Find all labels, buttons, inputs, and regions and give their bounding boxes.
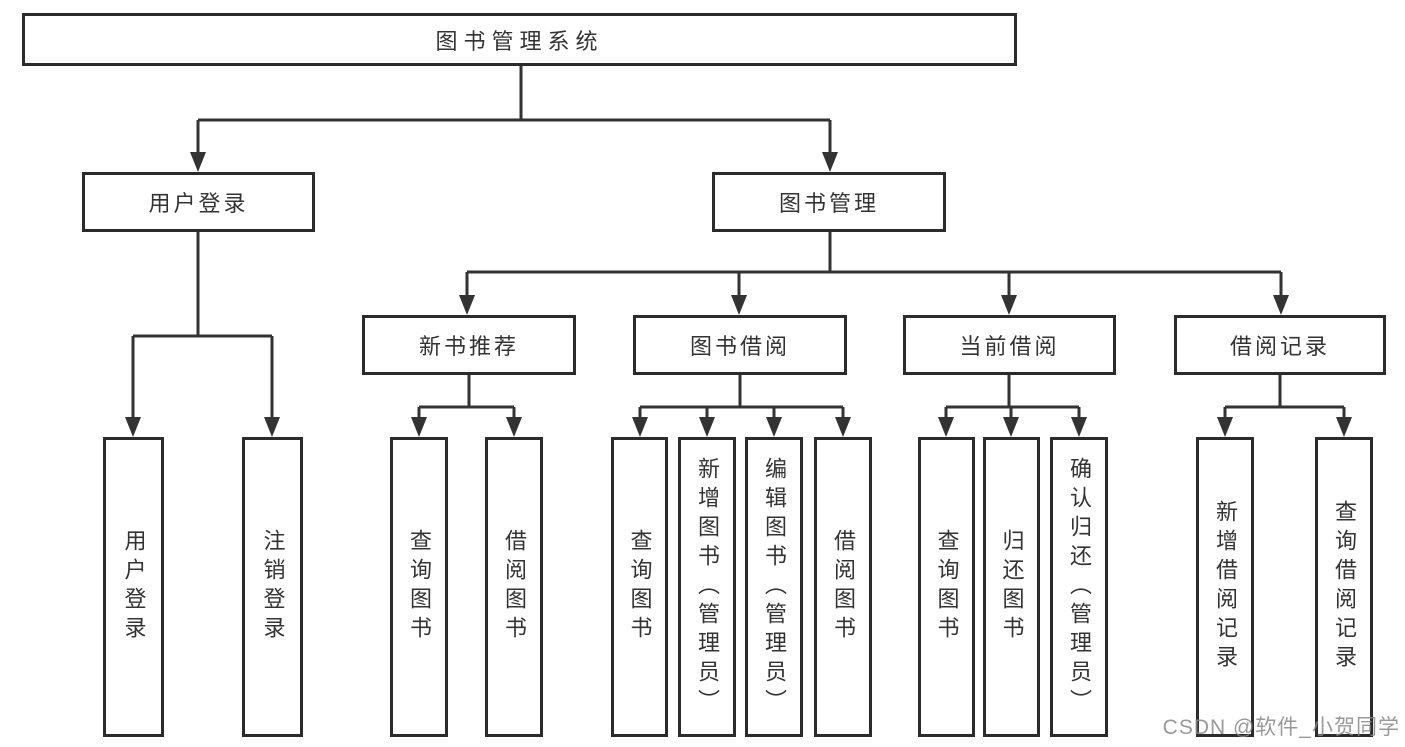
arrowhead-icon [1003,417,1019,437]
connector-borrow-record-branch [1223,375,1346,419]
leaf-logout: 注销登录 [242,437,303,737]
leaf-current-confirm-return-admin: 确认归还（管理员） [1050,437,1108,737]
leaf-new-book-borrow: 借阅图书 [485,437,543,737]
arrowhead-icon [264,417,280,437]
arrowhead-icon [411,417,427,437]
leaf-borrow-query-book: 查询图书 [611,437,668,737]
arrowhead-icon [1273,295,1289,315]
node-book-management: 图书管理 [712,172,946,232]
node-new-book-recommend: 新书推荐 [362,315,576,375]
node-current-borrow: 当前借阅 [903,315,1116,375]
leaf-record-query: 查询借阅记录 [1315,437,1373,737]
connector-new-book-branch [417,375,516,419]
arrowhead-icon [766,417,782,437]
arrowhead-icon [1071,417,1087,437]
arrowhead-icon [1001,295,1017,315]
connector-book-borrow-branch [638,375,845,419]
node-root: 图书管理系统 [22,13,1017,66]
node-user-login: 用户登录 [82,172,315,232]
connector-root-branch [196,66,832,154]
leaf-user-login: 用户登录 [103,437,164,737]
leaf-record-add: 新增借阅记录 [1196,437,1254,737]
arrowhead-icon [835,417,851,437]
arrowhead-icon [699,417,715,437]
arrowhead-icon [822,152,838,172]
node-borrow-record: 借阅记录 [1174,315,1386,375]
arrowhead-icon [1217,417,1233,437]
arrowhead-icon [1336,417,1352,437]
leaf-borrow-add-book-admin: 新增图书（管理员） [678,437,736,737]
arrowhead-icon [731,295,747,315]
leaf-current-query-book: 查询图书 [918,437,975,737]
arrowhead-icon [632,417,648,437]
leaf-borrow-edit-book-admin: 编辑图书（管理员） [745,437,803,737]
arrowhead-icon [938,417,954,437]
arrowhead-icon [459,295,475,315]
arrowhead-icon [190,152,206,172]
connector-current-borrow-branch [944,375,1081,419]
leaf-borrow-borrow-book: 借阅图书 [814,437,872,737]
connector-book-mgmt-branch [465,232,1283,297]
arrowhead-icon [506,417,522,437]
csdn-watermark: CSDN @软件_小贺同学 [1162,716,1400,739]
leaf-current-return-book: 归还图书 [983,437,1040,737]
node-book-borrow: 图书借阅 [633,315,847,375]
leaf-new-book-query: 查询图书 [390,437,448,737]
arrowhead-icon [125,417,141,437]
connector-user-login-branch [131,232,274,419]
